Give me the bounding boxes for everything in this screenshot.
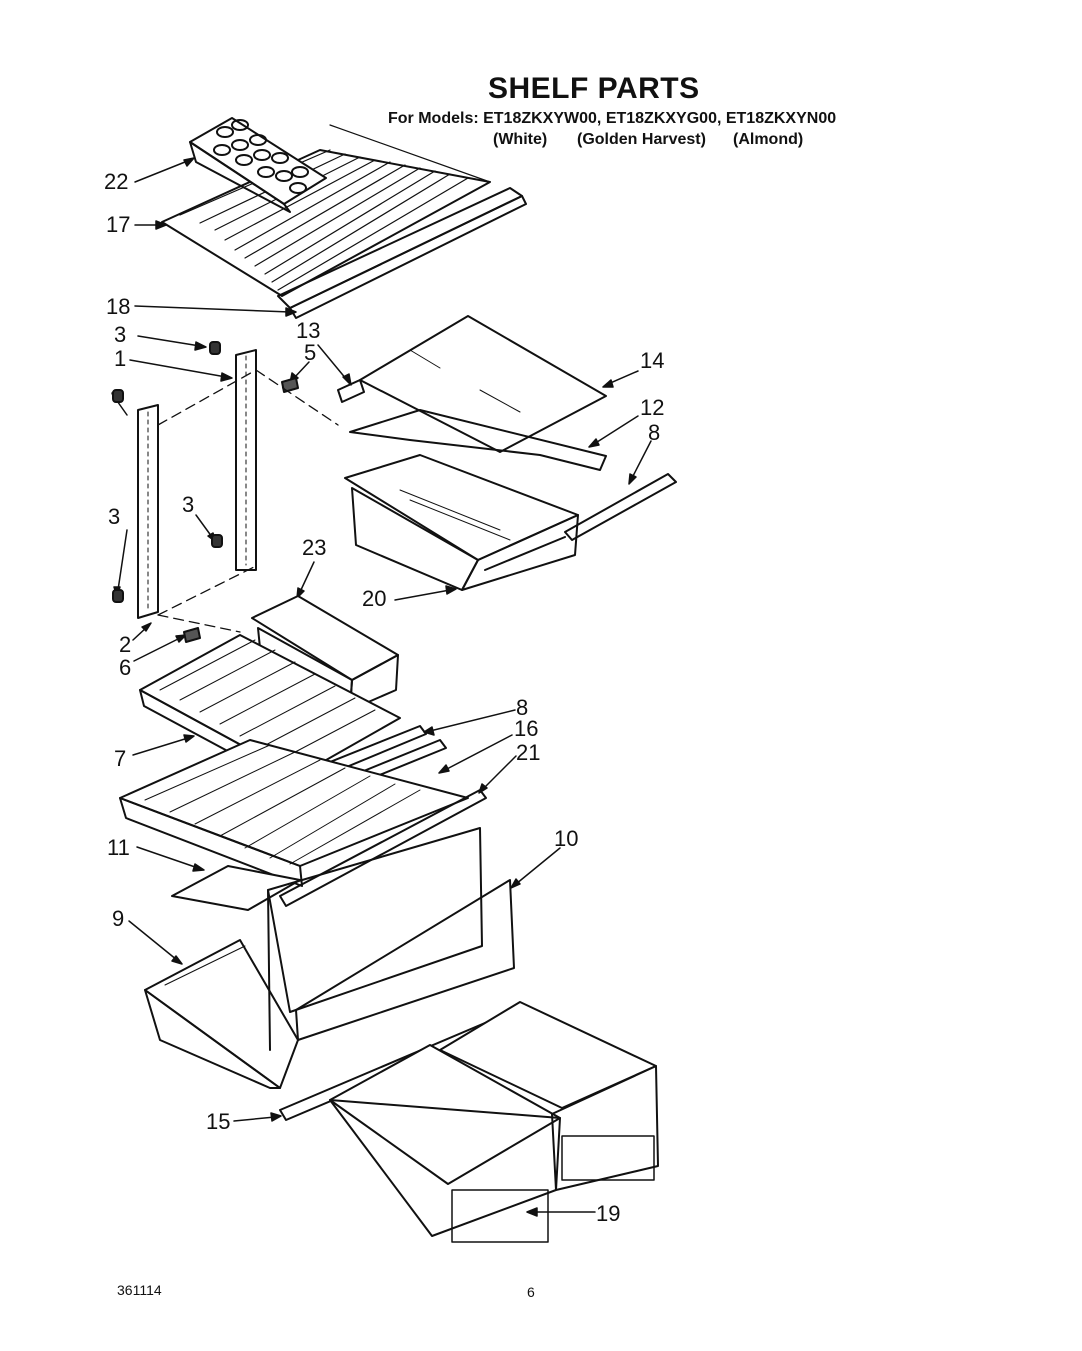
callout-12: 12 [640,395,665,420]
callout-15: 15 [206,1109,231,1134]
screws-part-5-6 [184,378,298,642]
callout-3: 3 [114,322,127,347]
color-label-golden-harvest: (Golden Harvest) [577,131,706,148]
cover-end-part-13 [338,380,364,402]
callout-5: 5 [304,340,317,365]
color-label-white: (White) [493,131,548,148]
ice-tray-part-22 [190,118,326,212]
document-number: 361114 [117,1282,162,1298]
shelf-trim-part-18 [278,188,526,318]
models-line: For Models: ET18ZKXYW00, ET18ZKXYG00, ET… [388,110,837,127]
support-clips-part-3 [113,342,222,602]
callout-18: 18 [106,294,131,319]
callout-8: 8 [516,695,529,720]
callout-22: 22 [104,169,129,194]
crisper-pans-part-19 [330,1002,658,1242]
shelf-ladder-part-1 [236,350,256,570]
color-label-almond: (Almond) [733,131,804,148]
callout-1: 1 [114,346,127,371]
callout-21: 21 [516,740,541,765]
callout-6: 6 [119,655,132,680]
callout-16: 16 [514,716,539,741]
frame-part-10 [268,828,514,1050]
callout-3: 3 [182,492,195,517]
callout-9: 9 [112,906,125,931]
page-title: SHELF PARTS [488,72,700,105]
dashed-guides [158,370,338,632]
shelf-large-part-7b [120,740,468,886]
trim-part-21 [280,790,486,906]
callout-3: 3 [108,504,121,529]
callout-17: 17 [106,212,131,237]
callout-7: 7 [114,746,127,771]
callout-8: 8 [648,420,661,445]
cover-frame-part-12 [350,410,606,470]
leader-lines [112,158,651,1216]
callout-2: 2 [119,632,132,657]
callout-23: 23 [302,535,327,560]
pan-cover-part-9 [145,940,298,1088]
page-number: 6 [527,1284,535,1300]
rail-part-8-upper [565,474,676,540]
callout-10: 10 [554,826,579,851]
callout-19: 19 [596,1201,621,1226]
crisper-drawer-part-20 [345,455,578,590]
callout-14: 14 [640,348,665,373]
callout-13: 13 [296,318,321,343]
glass-part-11 [172,866,300,910]
callout-20: 20 [362,586,387,611]
callout-11: 11 [107,835,130,860]
shelf-ladder-part-2 [138,405,158,618]
glass-cover-part-14 [360,316,606,452]
